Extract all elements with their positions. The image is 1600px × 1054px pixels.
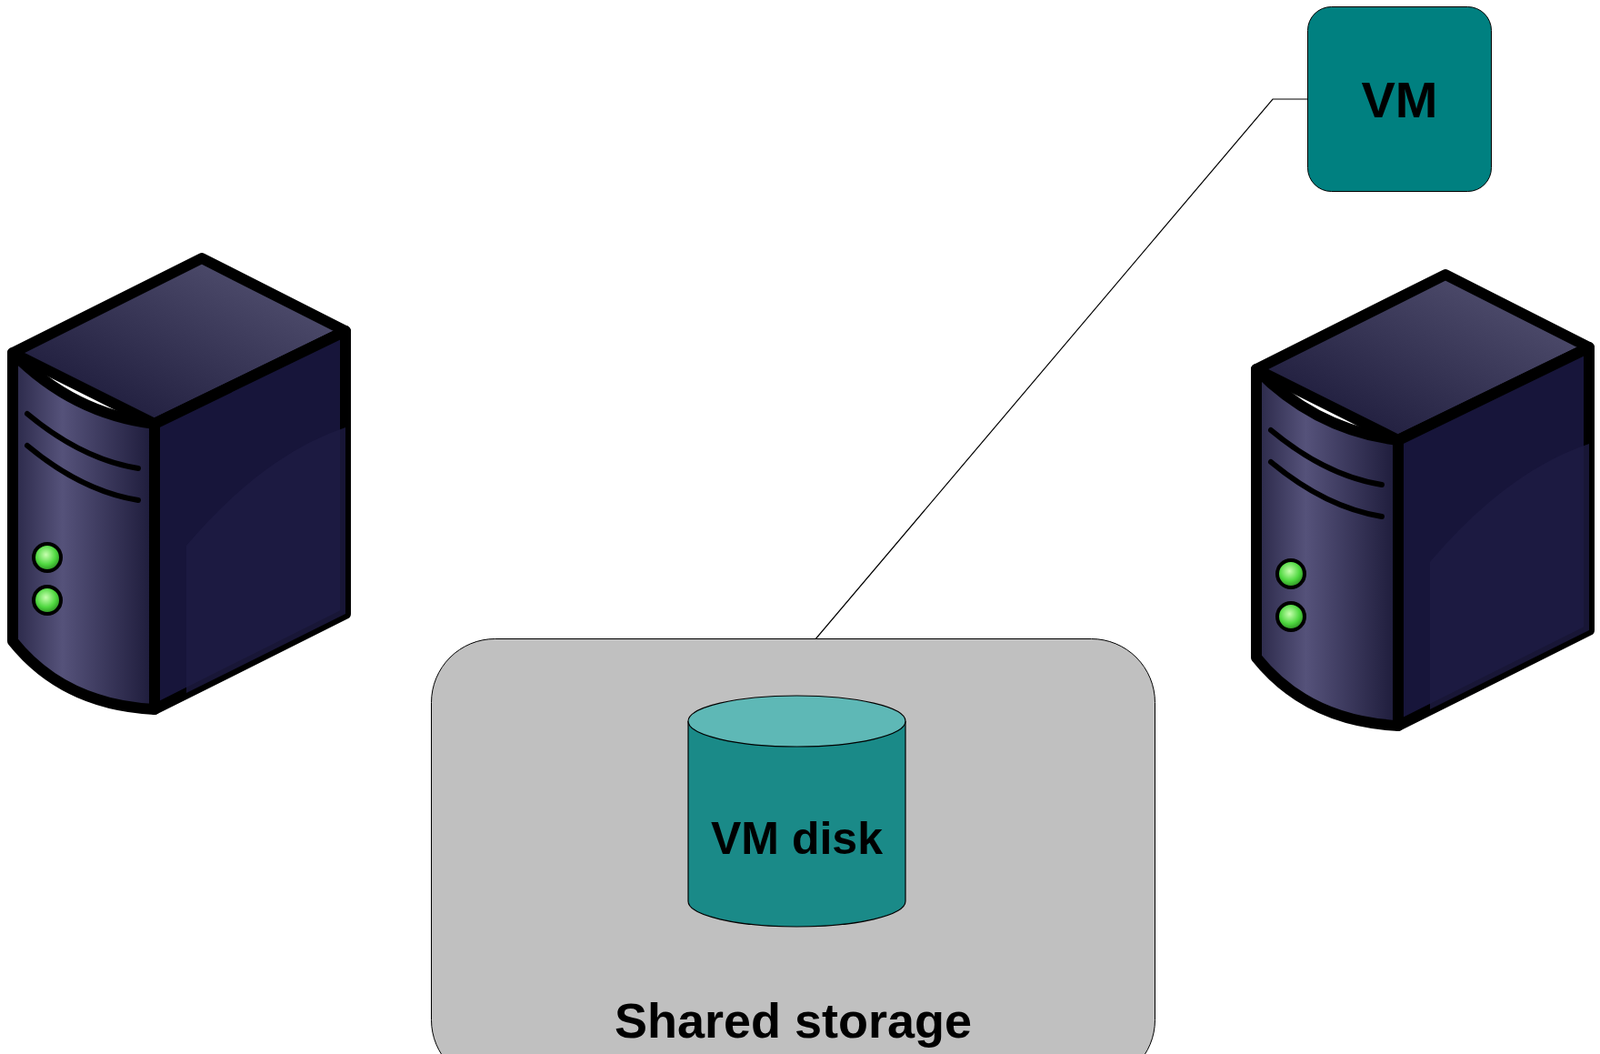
server-right [1256,274,1590,726]
vm-box: VM [1307,6,1492,192]
box-outline [1308,7,1492,192]
node-label: Shared storage [614,991,972,1049]
storage-region: Shared storage VM disk [430,638,1156,1054]
node-label: VM disk [710,811,883,865]
connector-line [797,99,1309,696]
box-outline [431,639,1156,1054]
node-label: VM [1361,70,1439,130]
cylinder-body [688,720,906,927]
node-outline [687,695,907,927]
cylinder-top [688,695,906,747]
server-left [12,258,346,710]
disk-cylinder: VM disk [687,695,907,927]
